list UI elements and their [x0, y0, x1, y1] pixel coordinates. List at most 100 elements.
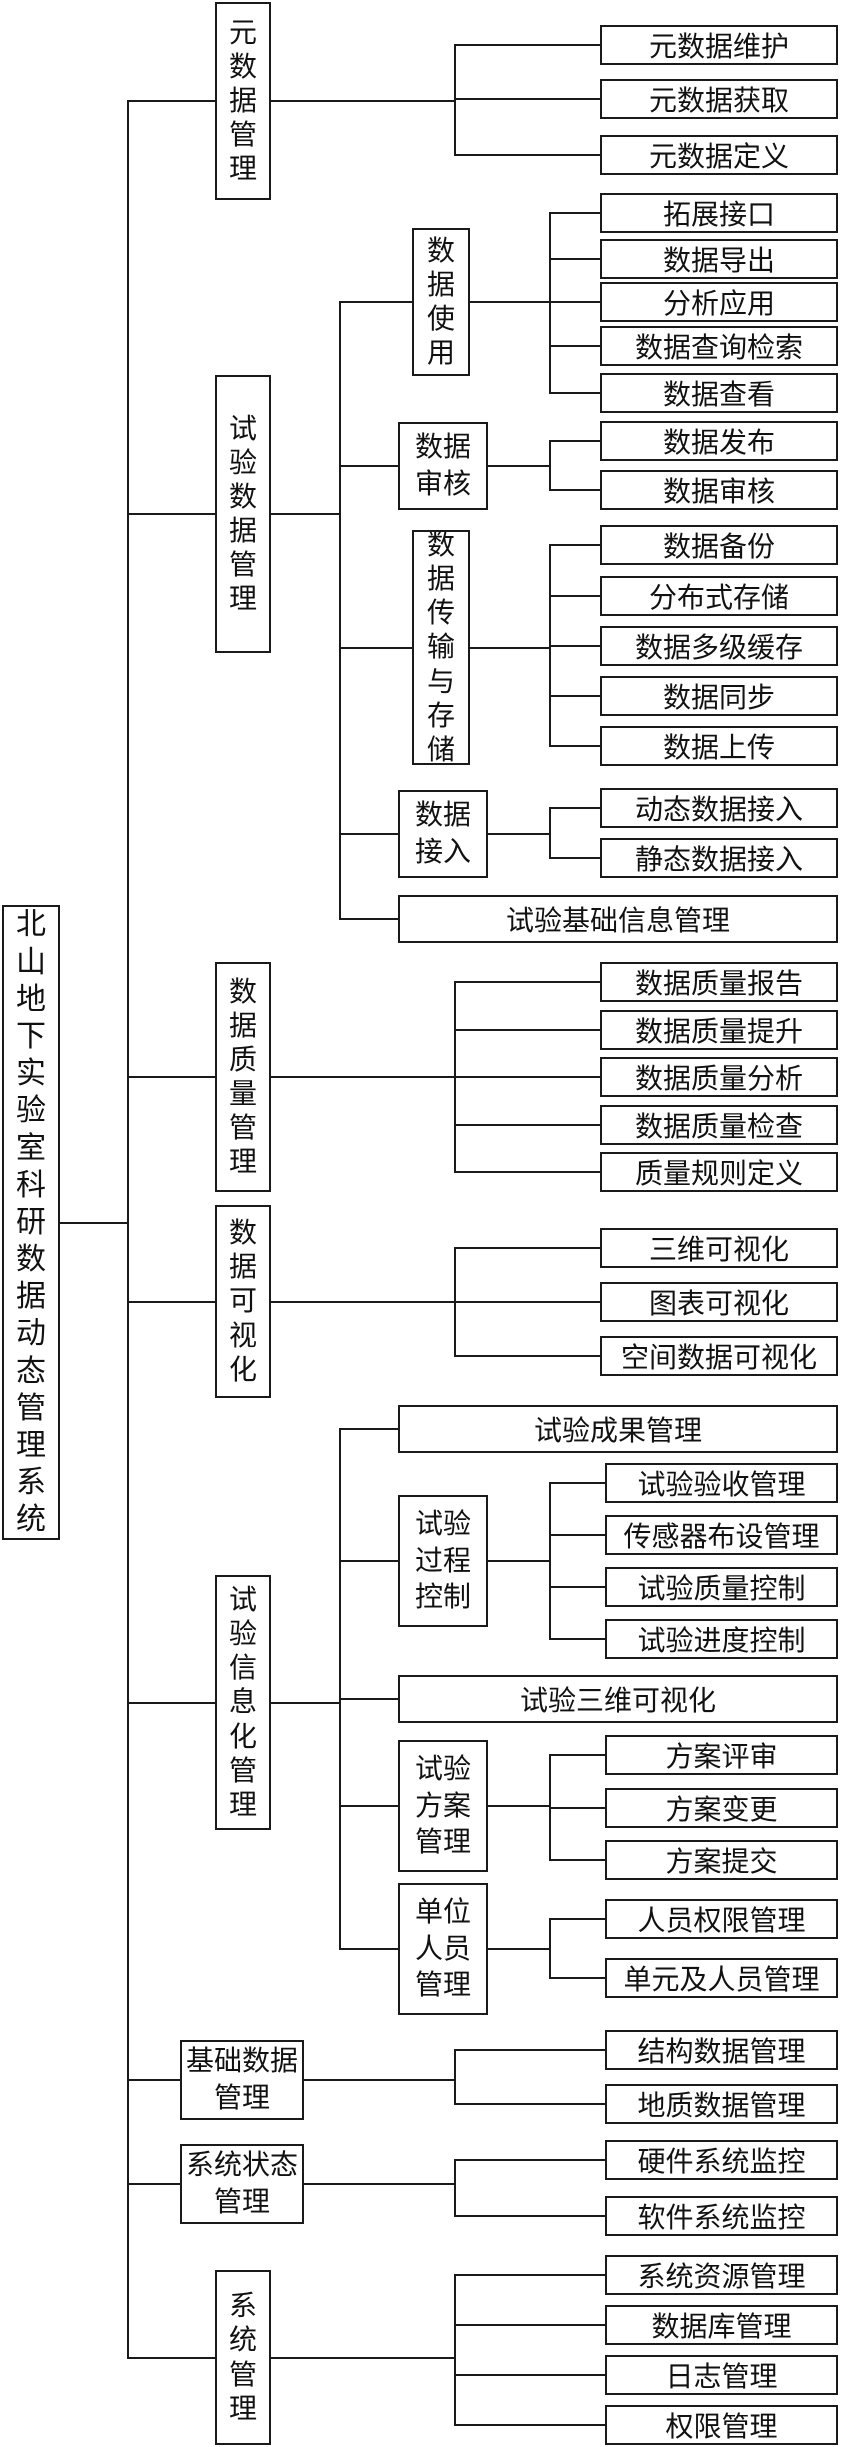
node-n8a: 系统资源管理	[605, 2255, 838, 2295]
node-n2: 试验数据管理	[215, 375, 271, 653]
node-n5-2: 试验过程控制	[398, 1495, 488, 1627]
connector-line	[454, 2324, 605, 2326]
connector-line	[454, 981, 600, 983]
connector-line	[339, 833, 398, 835]
node-n2-5: 试验基础信息管理	[398, 895, 838, 943]
node-n2-2: 数据审核	[398, 422, 488, 510]
connector-line	[454, 1171, 600, 1173]
connector-line	[454, 2274, 605, 2276]
node-n2-4b: 静态数据接入	[600, 838, 838, 878]
node-n5-4c: 方案提交	[605, 1840, 838, 1880]
node-n5-5a: 人员权限管理	[605, 1899, 838, 1939]
node-n1c: 元数据定义	[600, 135, 838, 175]
connector-line	[60, 1221, 129, 1224]
connector-line	[339, 1428, 398, 1430]
connector-line	[549, 258, 600, 260]
node-n3b: 数据质量提升	[600, 1010, 838, 1050]
connector-line	[304, 2183, 456, 2185]
connector-line	[339, 646, 412, 649]
connector-line	[488, 833, 551, 835]
node-n5-4a: 方案评审	[605, 1735, 838, 1775]
node-n3e: 质量规则定义	[600, 1152, 838, 1192]
connector-line	[549, 301, 600, 303]
node-n7b: 软件系统监控	[605, 2196, 838, 2236]
connector-line	[454, 2159, 456, 2217]
connector-line	[339, 918, 398, 920]
node-n8b: 数据库管理	[605, 2305, 838, 2345]
connector-line	[549, 1918, 605, 1920]
node-n3d: 数据质量检查	[600, 1105, 838, 1145]
node-n2-3e: 数据上传	[600, 726, 838, 766]
connector-line	[549, 645, 600, 647]
node-n2-3: 数据传输与存储	[412, 530, 470, 765]
node-n2-4: 数据接入	[398, 790, 488, 878]
connector-line	[549, 1859, 605, 1861]
connector-line	[454, 1301, 600, 1303]
connector-line	[454, 44, 600, 46]
connector-line	[488, 465, 551, 467]
connector-line	[549, 345, 600, 347]
connector-line	[127, 2079, 180, 2081]
node-n2-1b: 数据导出	[600, 239, 838, 279]
connector-line	[454, 1076, 600, 1078]
connector-line	[127, 1300, 215, 1303]
node-n5-2c: 试验质量控制	[605, 1567, 838, 1607]
connector-line	[127, 513, 215, 515]
connector-line	[454, 1029, 600, 1031]
node-n1: 元数据管理	[215, 2, 271, 200]
connector-line	[549, 544, 600, 546]
node-n5-3: 试验三维可视化	[398, 1675, 838, 1723]
connector-line	[454, 2424, 605, 2426]
node-n5-5b: 单元及人员管理	[605, 1958, 838, 1998]
connector-line	[271, 2356, 456, 2359]
node-n2-1e: 数据查看	[600, 373, 838, 413]
node-n8d: 权限管理	[605, 2405, 838, 2445]
connector-line	[454, 2274, 456, 2426]
connector-line	[127, 2183, 180, 2185]
node-n2-4a: 动态数据接入	[600, 788, 838, 828]
connector-line	[470, 301, 551, 303]
connector-line	[339, 1560, 398, 1562]
node-n4: 数据可视化	[215, 1205, 271, 1398]
connector-line	[339, 1805, 398, 1807]
node-n4a: 三维可视化	[600, 1228, 838, 1268]
connector-line	[454, 1247, 600, 1249]
node-n2-3d: 数据同步	[600, 676, 838, 716]
connector-line	[549, 695, 600, 697]
connector-line	[454, 2215, 605, 2217]
node-n6b: 地质数据管理	[605, 2084, 838, 2124]
connector-line	[339, 465, 398, 467]
node-n5: 试验信息化管理	[215, 1575, 271, 1830]
node-n6a: 结构数据管理	[605, 2030, 838, 2070]
root-node: 北山地下实验室科研数据动态管理系统	[2, 905, 60, 1540]
node-n2-1c: 分析应用	[600, 282, 838, 322]
connector-line	[549, 1807, 605, 1809]
node-n7a: 硬件系统监控	[605, 2140, 838, 2180]
connector-line	[271, 1300, 456, 1303]
connector-line	[549, 1638, 605, 1640]
connector-line	[454, 2103, 605, 2105]
connector-line	[549, 392, 600, 394]
connector-line	[127, 100, 129, 2359]
connector-line	[339, 1948, 398, 1950]
node-n5-5: 单位人员管理	[398, 1883, 488, 2015]
connector-line	[271, 1076, 456, 1078]
connector-line	[549, 1754, 605, 1756]
connector-line	[549, 440, 551, 491]
connector-line	[549, 212, 600, 214]
connector-line	[127, 100, 215, 102]
connector-line	[127, 2356, 215, 2359]
node-n5-1: 试验成果管理	[398, 1405, 838, 1453]
connector-line	[454, 1355, 600, 1357]
node-n2-3a: 数据备份	[600, 525, 838, 565]
connector-line	[549, 1482, 551, 1640]
node-n3c: 数据质量分析	[600, 1057, 838, 1097]
node-n4b: 图表可视化	[600, 1282, 838, 1322]
connector-line	[454, 2374, 605, 2376]
connector-line	[127, 1701, 215, 1704]
connector-line	[454, 44, 456, 156]
connector-line	[271, 100, 456, 102]
connector-line	[549, 212, 551, 394]
node-n2-3c: 数据多级缓存	[600, 626, 838, 666]
